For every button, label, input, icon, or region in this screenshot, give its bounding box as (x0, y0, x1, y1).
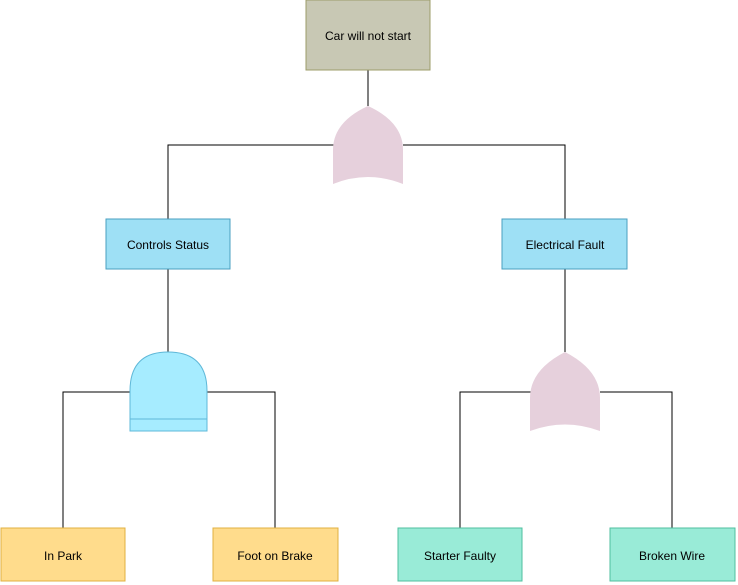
in-park-label: In Park (44, 549, 83, 563)
connector-or-gate-to-broken-wire (600, 391, 673, 528)
node-starter-faulty[interactable]: Starter Faulty (397, 527, 523, 582)
root-event-box (305, 0, 431, 71)
controls-status-box (105, 218, 231, 270)
controls-and-gate[interactable] (129, 351, 208, 432)
broken-wire-label: Broken Wire (639, 549, 705, 563)
connector-lines (62, 70, 673, 528)
node-electrical-fault[interactable]: Electrical Fault (501, 218, 628, 270)
controls-status-label: Controls Status (127, 238, 209, 252)
connector-top-gate-to-electrical (403, 144, 566, 219)
node-root[interactable]: Car will not start (305, 0, 431, 71)
electrical-fault-box (501, 218, 628, 270)
node-in-park[interactable]: In Park (0, 527, 126, 582)
root-event-label: Car will not start (325, 29, 412, 43)
connector-top-gate-to-controls (167, 144, 334, 219)
node-broken-wire[interactable]: Broken Wire (609, 527, 736, 582)
top-or-gate[interactable] (333, 106, 403, 184)
connector-and-gate-to-in-park (62, 391, 130, 528)
node-foot-on-brake[interactable]: Foot on Brake (212, 527, 339, 582)
connector-and-gate-to-foot-on-brake (207, 391, 276, 528)
node-controls-status[interactable]: Controls Status (105, 218, 231, 270)
foot-on-brake-box (212, 527, 339, 582)
connector-or-gate-to-starter-faulty (459, 391, 531, 528)
starter-faulty-box (397, 527, 523, 582)
starter-faulty-label: Starter Faulty (424, 549, 496, 563)
foot-on-brake-label: Foot on Brake (237, 549, 313, 563)
in-park-box (0, 527, 126, 582)
broken-wire-box (609, 527, 736, 582)
electrical-fault-label: Electrical Fault (526, 238, 605, 252)
electrical-or-gate[interactable] (530, 352, 600, 431)
